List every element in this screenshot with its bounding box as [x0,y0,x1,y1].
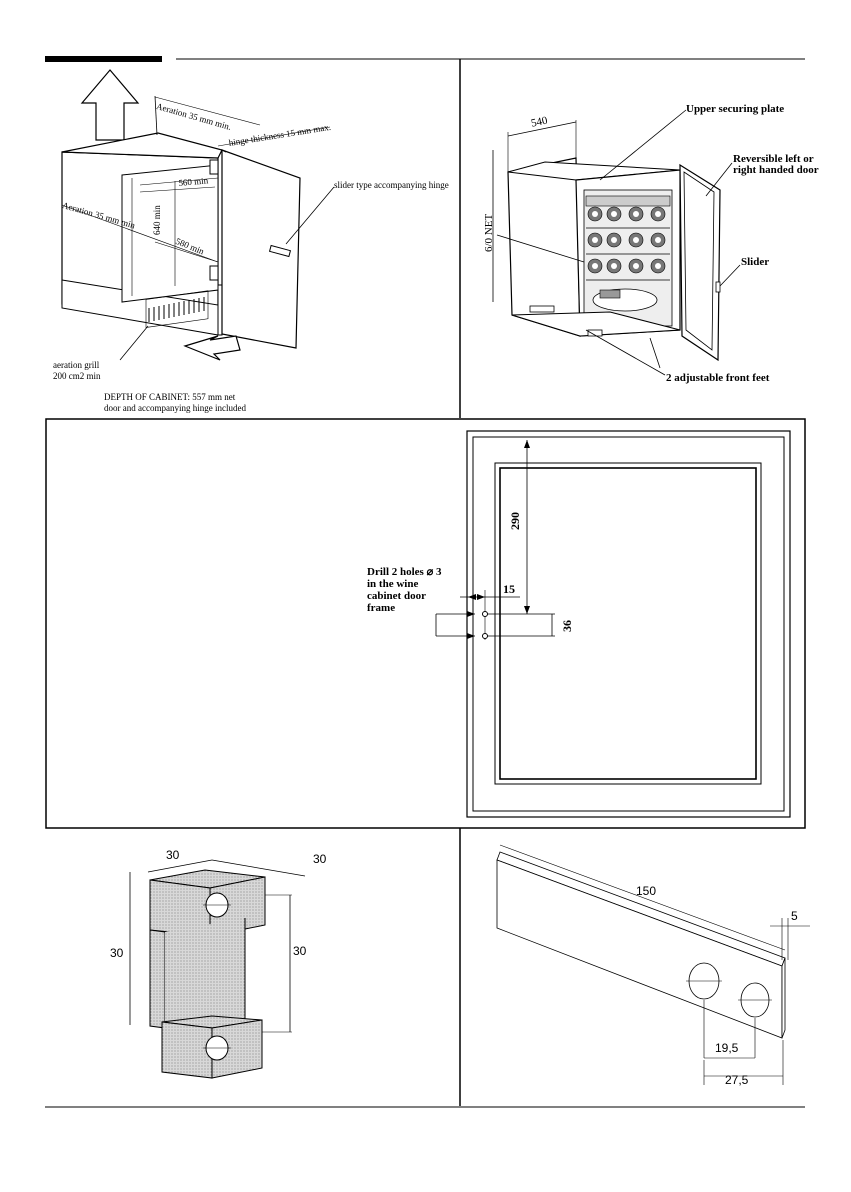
plate-hole-offset-2-label: 27,5 [725,1073,749,1087]
reversible-door-label-line2: right handed door [733,164,819,176]
slider-label: Slider [741,256,770,268]
drill-label-line2: in the wine [367,578,419,590]
bracket-top-depth-label: 30 [313,852,327,866]
dim-15-label: 15 [503,582,515,596]
grill-label-line2: 200 cm2 min [53,371,101,381]
drill-label-line3: cabinet door [367,590,426,602]
front-feet-label: 2 adjustable front feet [666,372,770,384]
reversible-door-label-line1: Reversible left or [733,153,814,165]
depth-label-line1: DEPTH OF CABINET: 557 mm net [104,392,236,402]
depth-label-line2: door and accompanying hinge included [104,403,246,413]
grill-label-line1: aeration grill [53,360,100,370]
bracket-left-height-label: 30 [110,946,124,960]
plate-thickness-label: 5 [791,909,798,923]
drill-label-line1: Drill 2 holes ⌀ 3 [367,566,442,578]
drill-label-line4: frame [367,602,396,614]
bracket-top-width-label: 30 [166,848,180,862]
plate-length-label: 150 [636,884,657,898]
bracket-right-height-label: 30 [293,944,307,958]
slider-hinge-label: slider type accompanying hinge [334,180,449,190]
upper-plate-label: Upper securing plate [686,103,785,115]
plate-hole-offset-1-label: 19,5 [715,1041,739,1055]
